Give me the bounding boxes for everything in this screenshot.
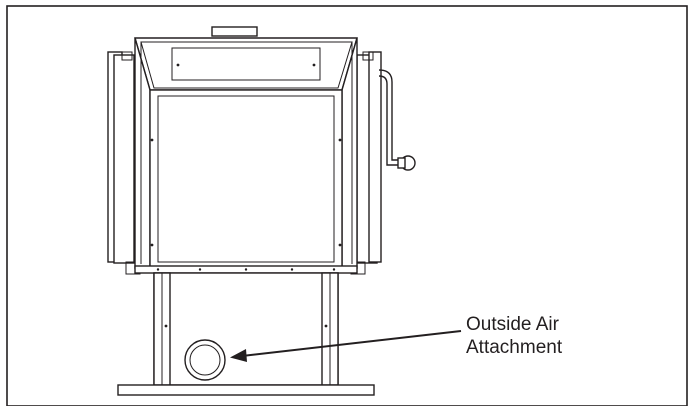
stove-body (134, 37, 358, 269)
callout-label-line2: Attachment (466, 337, 563, 358)
pedestal (153, 272, 339, 386)
body-base-rail (134, 265, 358, 274)
left-side-panel (107, 51, 141, 275)
floor-plate (117, 384, 375, 396)
callout-label-line1: Outside Air (466, 314, 560, 335)
diagram-border (6, 5, 688, 406)
right-side-panel (350, 51, 382, 275)
callout-arrow (230, 330, 462, 362)
outside-air-attachment (184, 339, 226, 381)
flue-collar (211, 26, 258, 37)
side-lever-handle (378, 69, 416, 171)
stove-top (134, 37, 358, 91)
